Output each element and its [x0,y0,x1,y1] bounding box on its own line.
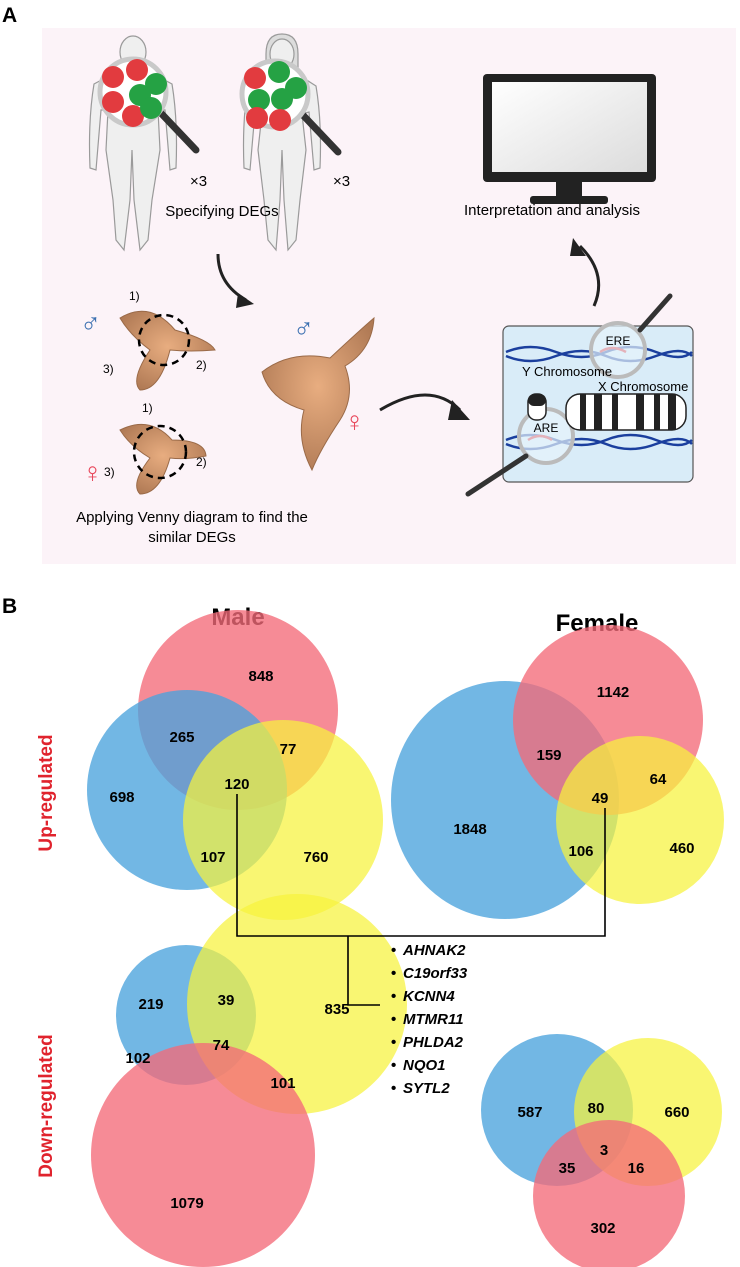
y-chromosome-icon [527,393,547,421]
panel-b: B Male Female Up-regulated Down-regulate… [2,595,724,1267]
shared-gene-list: • AHNAK2 • C19orf33 • KCNN4 • MTMR11 • P… [391,942,468,1097]
male-symbol-merged: ♂ [293,313,314,344]
tissue-label-1-top: 1) [129,289,140,303]
gene-item: AHNAK2 [402,942,466,959]
venn-circle-yellow [556,736,724,904]
female-count: ×3 [333,173,350,190]
gene-bullet: • [391,1080,396,1097]
venn-down-female [481,1034,722,1267]
up-male-center: 120 [224,776,249,793]
gene-item: PHLDA2 [403,1034,464,1051]
up-female-red-only: 1142 [597,684,630,701]
up-female-red-blue: 159 [536,747,561,764]
up-female-yellow-only: 460 [669,840,694,857]
gene-item: MTMR11 [403,1011,464,1028]
gene-bullet: • [391,988,396,1005]
specifying-degs-caption: Specifying DEGs [165,203,278,220]
down-female-blue-only: 587 [517,1104,542,1121]
gene-bullet: • [391,1011,396,1028]
up-female-blue-yellow: 106 [568,843,593,860]
down-male-yellow-only: 835 [324,1001,349,1018]
down-regulated-label: Down-regulated [36,1034,57,1178]
gene-item: SYTL2 [403,1080,450,1097]
female-symbol-merged: ♀ [344,406,365,437]
tissue-label-2-bottom: 2) [196,455,207,469]
y-chromosome-label: Y Chromosome [522,364,612,379]
up-female-center: 49 [592,790,609,807]
gene-bullet: • [391,1057,396,1074]
up-female-blue-only: 1848 [453,821,486,838]
down-female-yellow-red: 16 [628,1160,645,1177]
down-female-blue-red: 35 [559,1160,576,1177]
gene-bullet: • [391,965,396,982]
down-male-center: 74 [213,1037,230,1054]
venny-caption-line2: similar DEGs [148,529,236,546]
female-magnifier-icon [239,58,342,156]
up-female-red-yellow: 64 [650,771,667,788]
gene-item: C19orf33 [403,965,468,982]
venn-circle-yellow [183,720,383,920]
panel-a-label: A [2,4,17,27]
tissue-label-3-top: 3) [103,362,114,376]
interpretation-caption: Interpretation and analysis [464,202,640,219]
tissue-label-1-bottom: 1) [142,401,153,415]
down-male-red-only: 1079 [170,1195,203,1212]
ere-label: ERE [606,334,631,348]
female-tissue-figure [119,423,207,495]
venn-down-male [91,894,407,1267]
down-female-yellow-only: 660 [664,1104,689,1121]
up-male-red-yellow: 77 [280,741,297,758]
venny-caption-line1: Applying Venny diagram to find the [76,509,308,526]
male-count: ×3 [190,173,207,190]
panel-b-label: B [2,595,17,618]
down-male-yellow-red: 101 [270,1075,295,1092]
down-male-blue-only: 219 [138,996,163,1013]
up-male-blue-yellow: 107 [200,849,225,866]
chromosome-box [465,293,694,497]
male-magnifier-icon [97,56,200,154]
female-symbol-left: ♀ [82,457,103,488]
x-chromosome-icon [565,393,687,431]
venn-circle-red [91,1043,315,1267]
tissue-label-2-top: 2) [196,358,207,372]
male-tissue-figure [119,310,216,391]
down-male-blue-yellow: 39 [218,992,235,1009]
up-male-red-blue: 265 [169,729,194,746]
up-male-blue-only: 698 [109,789,134,806]
down-female-blue-yellow: 80 [588,1100,605,1117]
merged-tissue-figure [261,316,375,472]
gene-item: KCNN4 [403,988,455,1005]
male-symbol-left: ♂ [80,308,101,339]
panel-a: A [2,4,736,564]
up-regulated-label: Up-regulated [36,734,57,851]
down-female-red-only: 302 [590,1220,615,1237]
venn-up-male [87,610,383,920]
arrow-heads [236,238,586,420]
down-female-center: 3 [600,1142,608,1159]
gene-bullet: • [391,1034,396,1051]
venn-circle-red [533,1120,685,1267]
gene-bullet: • [391,942,396,959]
intersection-connector [236,794,606,1006]
up-male-red-only: 848 [248,668,273,685]
tissue-label-3-bottom: 3) [104,465,115,479]
are-label: ARE [534,421,559,435]
venn-numbers: 848 265 120 77 698 107 760 1142 159 49 6… [109,668,694,1237]
venn-up-female [391,625,724,919]
down-male-blue-red: 102 [125,1050,150,1067]
up-male-yellow-only: 760 [303,849,328,866]
x-chromosome-label: X Chromosome [598,379,688,394]
computer-monitor-icon [483,74,656,204]
gene-item: NQO1 [403,1057,446,1074]
